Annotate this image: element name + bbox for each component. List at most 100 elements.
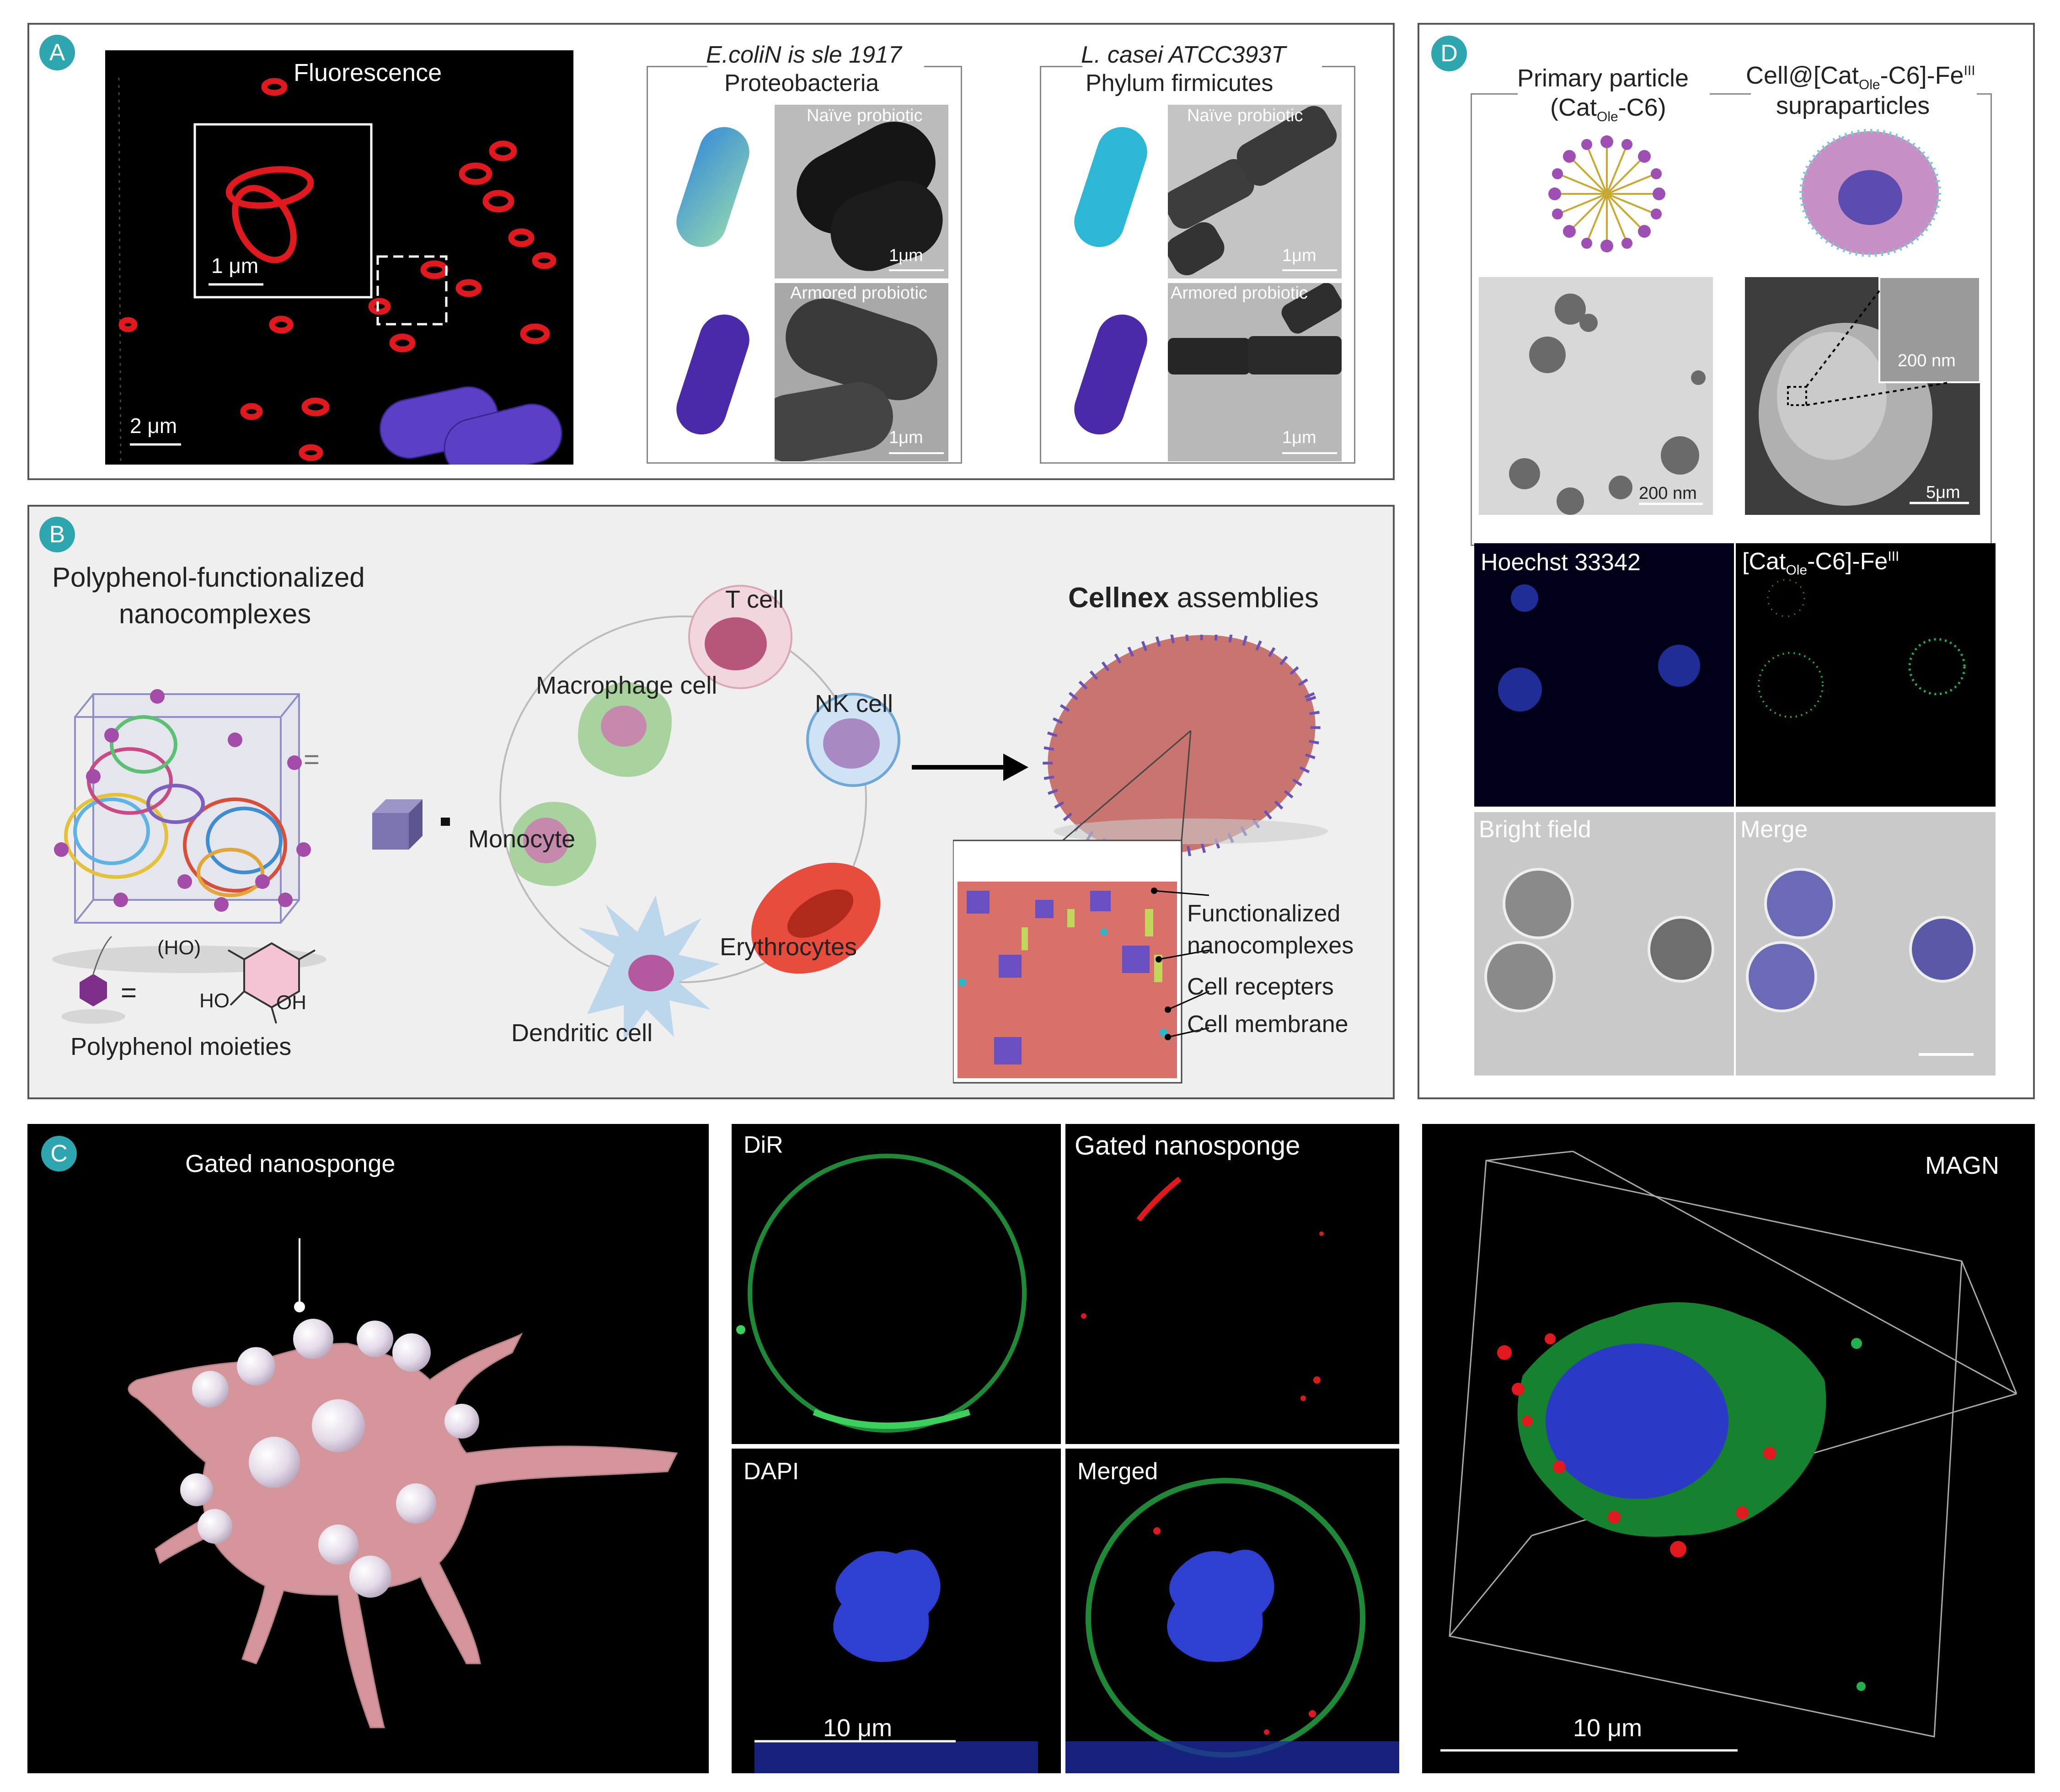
primary-particle-tem (1479, 277, 1713, 515)
casei-illustrations (1074, 127, 1147, 435)
cellnex-assemblies-title: Cellnex assemblies (1068, 582, 1319, 614)
cellnex-bold: Cellnex (1068, 582, 1169, 614)
ho-label: HO (199, 990, 230, 1012)
panel-c: C Gated nanosponge DiR Gated nanosponge … (27, 1124, 2035, 1773)
inset-scale-label: 1 μm (211, 254, 259, 278)
panel-d: D Primary particle (CatOle-C6) Cell@[Cat… (1418, 23, 2035, 1099)
magn-3d-image (1422, 1124, 2035, 1773)
casei-armored-tem (1168, 283, 1342, 461)
immune-cells-illustration (499, 585, 900, 1042)
polyphenol-moieties-label: Polyphenol moieties (70, 1033, 292, 1060)
ecoli-title: E.coliN is sle 1917 (706, 42, 902, 68)
primary-particle-line1: Primary particle (1517, 64, 1689, 92)
dapi-label: DAPI (744, 1458, 799, 1485)
ecoli-subpanel (647, 66, 962, 464)
casei-title: L. casei ATCC393T (1081, 42, 1286, 68)
fluor-grid: Hoechst 33342 [CatOle-C6]-FeIII Bright f… (1474, 543, 1996, 1075)
fluorescence-image (105, 50, 573, 465)
supraparticle-line2: supraparticles (1776, 92, 1930, 119)
main-scale-label: 2 μm (130, 414, 177, 438)
legend-functionalized-2: nanocomplexes (1187, 932, 1354, 959)
nk-cell-label: NK cell (815, 690, 894, 717)
cat-sup: III (1888, 549, 1899, 564)
arrow-icon (912, 754, 1028, 781)
hoechst-label: Hoechst 33342 (1481, 549, 1641, 576)
t-cell-label: T cell (725, 586, 784, 613)
casei-naive-tem (1168, 105, 1342, 278)
merge-label: Merge (1740, 816, 1808, 843)
dapi-image (732, 1449, 1061, 1773)
nanocomplexes-title-2: nanocomplexes (119, 599, 311, 629)
gated-nanosponge-label: Gated nanosponge (185, 1150, 396, 1177)
supraparticle-line1: Cell@[CatOle-C6]-FeIII (1746, 61, 1975, 93)
cell-prefix: Cell@[Cat (1746, 62, 1859, 89)
cat-fe-label: [CatOle-C6]-FeIII (1742, 548, 1899, 578)
legend-cell-membrane: Cell membrane (1187, 1011, 1348, 1038)
nanocomplex-illustration (52, 689, 450, 1024)
casei-scale-bottom: 1μm (1282, 428, 1316, 447)
panel-a-badge: A (39, 35, 75, 70)
primary-particle-illustration (1548, 135, 1665, 252)
panel-c-badge: C (41, 1136, 77, 1171)
ecoli-illustrations (676, 127, 749, 435)
scale-bar-right-label: 10 μm (1573, 1714, 1643, 1742)
cell-sub: Ole (1858, 77, 1880, 92)
legend-cell-receptors: Cell recepters (1187, 974, 1334, 1000)
cat-prefix: [Cat (1742, 548, 1786, 575)
ecoli-naive-label: Naïve probiotic (807, 106, 923, 125)
ecoli-subtitle: Proteobacteria (724, 70, 879, 96)
gated-label: Gated nanosponge (1075, 1131, 1300, 1161)
dir-label: DiR (744, 1132, 783, 1158)
monocyte-label: Monocyte (468, 825, 576, 853)
magn-label: MAGN (1925, 1152, 1999, 1179)
ecoli-armored-tem (775, 283, 948, 461)
cell-mid: -C6]-Fe (1880, 62, 1964, 89)
primary-end: -C6) (1618, 94, 1666, 121)
ecoli-scale-top: 1μm (889, 246, 923, 265)
bright-field-image (1474, 812, 1734, 1075)
primary-cat: (Cat (1550, 94, 1597, 121)
panel-d-badge: D (1431, 36, 1467, 71)
bright-field-label: Bright field (1479, 816, 1591, 843)
ho-group-label: (HO) (157, 936, 201, 959)
panel-b: B Polyphenol-functionalized nanocomplexe… (27, 505, 1395, 1099)
panel-b-badge: B (39, 517, 75, 552)
supraparticle-sem (1745, 277, 1980, 515)
nanocomplexes-title-1: Polyphenol-functionalized (52, 562, 365, 593)
casei-armored-label: Armored probiotic (1171, 284, 1308, 303)
scale-bar-left-label: 10 μm (823, 1714, 893, 1742)
equals-cube: = (304, 744, 320, 775)
equals-moiety: = (121, 977, 137, 1008)
confocal-grid: DiR Gated nanosponge DAPI 10 μm Merged (732, 1124, 1399, 1773)
casei-subpanel (1040, 66, 1355, 464)
casei-subtitle: Phylum firmicutes (1086, 70, 1273, 96)
primary-particle-line2: (CatOle-C6) (1550, 93, 1666, 125)
scale-200nm-inset-label: 200 nm (1898, 351, 1956, 370)
scale-5um-label: 5μm (1926, 483, 1960, 502)
dendritic-cell-label: Dendritic cell (511, 1019, 653, 1047)
oh-label: OH (276, 991, 306, 1014)
casei-naive-label: Naïve probiotic (1187, 106, 1303, 125)
primary-sub: Ole (1597, 109, 1618, 124)
fluorescence-label: Fluorescence (294, 59, 442, 86)
ecoli-armored-label: Armored probiotic (790, 284, 927, 303)
ecoli-scale-bottom: 1μm (889, 428, 923, 447)
cat-sub: Ole (1786, 562, 1808, 578)
panel-a: A (27, 23, 1395, 480)
macrophage-label: Macrophage cell (536, 672, 717, 699)
casei-scale-top: 1μm (1282, 246, 1316, 265)
scale-200nm-label: 200 nm (1639, 484, 1697, 503)
dir-image (732, 1124, 1061, 1444)
gated-nanosponge-illustration (27, 1124, 709, 1773)
erythrocytes-label: Erythrocytes (720, 933, 857, 961)
ecoli-naive-tem (775, 105, 948, 278)
gated-nanosponge-image (1065, 1124, 1399, 1444)
assemblies-rest: assemblies (1169, 582, 1319, 614)
cellnex-assembly-illustration (953, 635, 1328, 1084)
merged-image (1065, 1449, 1399, 1773)
cat-fe-image (1736, 543, 1996, 807)
cat-mid: -C6]-Fe (1807, 548, 1888, 575)
merge-image (1736, 812, 1996, 1075)
supraparticle-illustration (1799, 129, 1941, 257)
merged-label: Merged (1077, 1458, 1158, 1485)
